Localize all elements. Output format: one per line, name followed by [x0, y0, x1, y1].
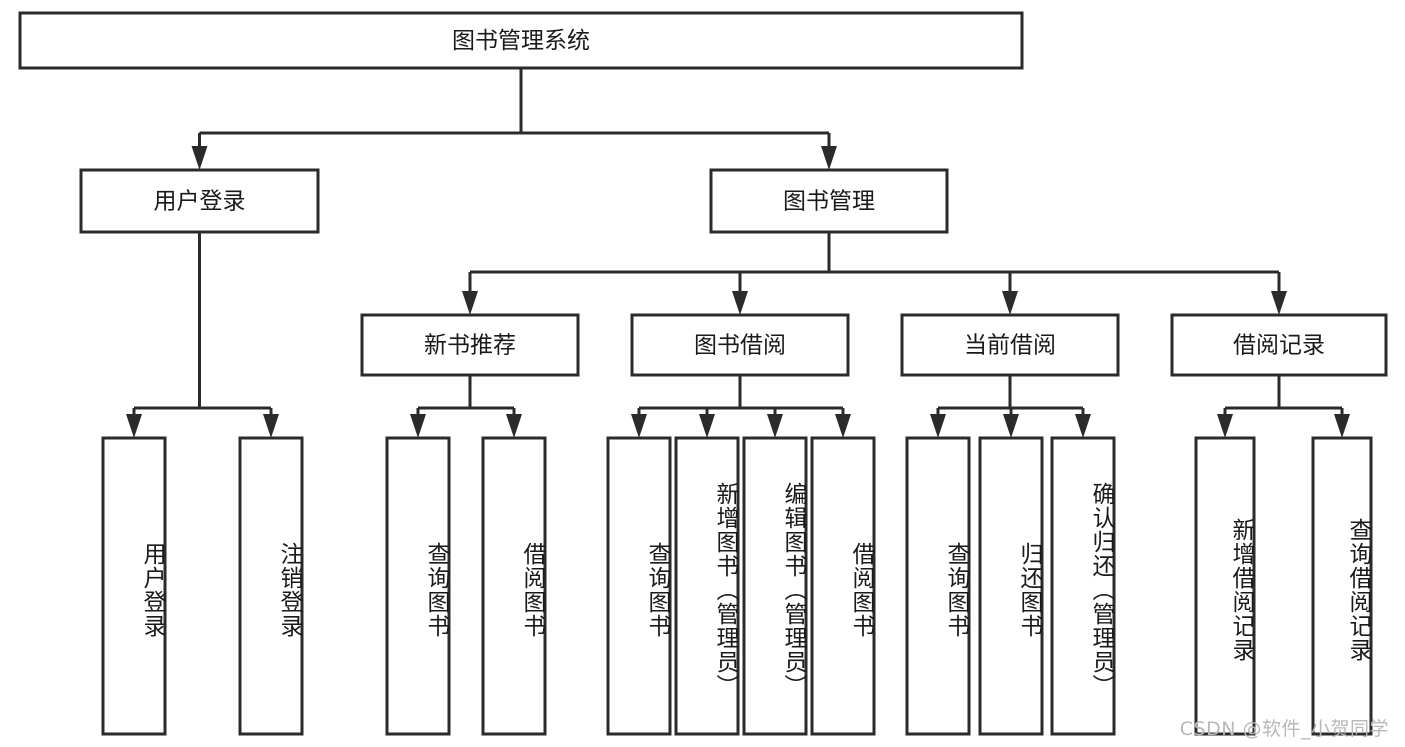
arrow-head-icon	[631, 414, 647, 438]
node-leaf-logout-box[interactable]	[238, 436, 304, 736]
node-leaf-query-book-3[interactable]	[905, 436, 971, 736]
node-leaf-borrow-book-1-box[interactable]	[481, 436, 547, 736]
node-leaf-add-book-box[interactable]	[674, 436, 740, 736]
node-current-borrow-box[interactable]	[900, 313, 1120, 377]
watermark-text: CSDN @软件_小贺同学	[1179, 718, 1389, 740]
node-current-borrow-label: 当前借阅	[964, 333, 1056, 359]
arrow-head-icon	[821, 146, 837, 170]
node-borrow-record-box[interactable]	[1170, 313, 1388, 377]
node-book-manage-label: 图书管理	[783, 189, 875, 215]
node-leaf-query-book-1[interactable]	[385, 436, 451, 736]
node-user-login-box[interactable]	[79, 168, 320, 234]
arrow-head-icon	[930, 414, 946, 438]
node-leaf-logout[interactable]	[238, 436, 304, 736]
node-leaf-borrow-book-1[interactable]	[481, 436, 547, 736]
node-borrow-record[interactable]: 借阅记录	[1170, 313, 1388, 377]
node-book-manage-box[interactable]	[709, 168, 949, 234]
arrow-head-icon	[1334, 414, 1350, 438]
node-leaf-user-login[interactable]	[101, 436, 167, 736]
node-book-borrow-box[interactable]	[630, 313, 850, 377]
arrow-head-icon	[1271, 291, 1287, 315]
node-leaf-query-record-box[interactable]	[1311, 436, 1373, 736]
arrow-head-icon	[263, 414, 279, 438]
node-new-book-rec-label: 新书推荐	[424, 333, 516, 359]
node-leaf-add-book[interactable]	[674, 436, 740, 736]
node-book-borrow-label: 图书借阅	[694, 333, 786, 359]
node-new-book-rec-box[interactable]	[360, 313, 580, 377]
node-book-manage[interactable]: 图书管理	[709, 168, 949, 234]
node-leaf-edit-book[interactable]	[742, 436, 808, 736]
arrow-head-icon	[506, 414, 522, 438]
node-leaf-return-book[interactable]	[978, 436, 1044, 736]
node-leaf-edit-book-box[interactable]	[742, 436, 808, 736]
node-leaf-query-book-3-box[interactable]	[905, 436, 971, 736]
node-leaf-add-record[interactable]	[1194, 436, 1256, 736]
node-user-login[interactable]: 用户登录	[79, 168, 320, 234]
connectors-layer	[126, 68, 1350, 438]
node-current-borrow[interactable]: 当前借阅	[900, 313, 1120, 377]
arrow-head-icon	[410, 414, 426, 438]
arrow-head-icon	[699, 414, 715, 438]
node-leaf-query-book-1-box[interactable]	[385, 436, 451, 736]
node-leaf-confirm-return-box[interactable]	[1050, 436, 1116, 736]
node-leaf-borrow-book-2[interactable]	[810, 436, 876, 736]
node-borrow-record-label: 借阅记录	[1233, 333, 1325, 359]
node-leaf-query-record[interactable]	[1311, 436, 1373, 736]
arrow-head-icon	[732, 291, 748, 315]
arrow-head-icon	[1003, 414, 1019, 438]
arrow-head-icon	[1002, 291, 1018, 315]
node-book-borrow[interactable]: 图书借阅	[630, 313, 850, 377]
arrow-head-icon	[1075, 414, 1091, 438]
node-new-book-rec[interactable]: 新书推荐	[360, 313, 580, 377]
node-user-login-label: 用户登录	[154, 189, 246, 215]
arrow-head-icon	[1217, 414, 1233, 438]
node-root-root[interactable]: 图书管理系统	[18, 11, 1024, 70]
node-root-root-label: 图书管理系统	[452, 28, 590, 54]
node-leaf-borrow-book-2-box[interactable]	[810, 436, 876, 736]
node-leaf-user-login-box[interactable]	[101, 436, 167, 736]
arrow-head-icon	[191, 146, 208, 170]
arrow-head-icon	[462, 291, 478, 315]
node-leaf-confirm-return[interactable]	[1050, 436, 1116, 736]
arrow-head-icon	[767, 414, 783, 438]
node-leaf-add-record-box[interactable]	[1194, 436, 1256, 736]
arrow-head-icon	[126, 414, 142, 438]
node-leaf-query-book-2-box[interactable]	[606, 436, 672, 736]
node-leaf-query-book-2[interactable]	[606, 436, 672, 736]
arrow-head-icon	[835, 414, 851, 438]
node-leaf-return-book-box[interactable]	[978, 436, 1044, 736]
node-root-root-box[interactable]	[18, 11, 1024, 70]
